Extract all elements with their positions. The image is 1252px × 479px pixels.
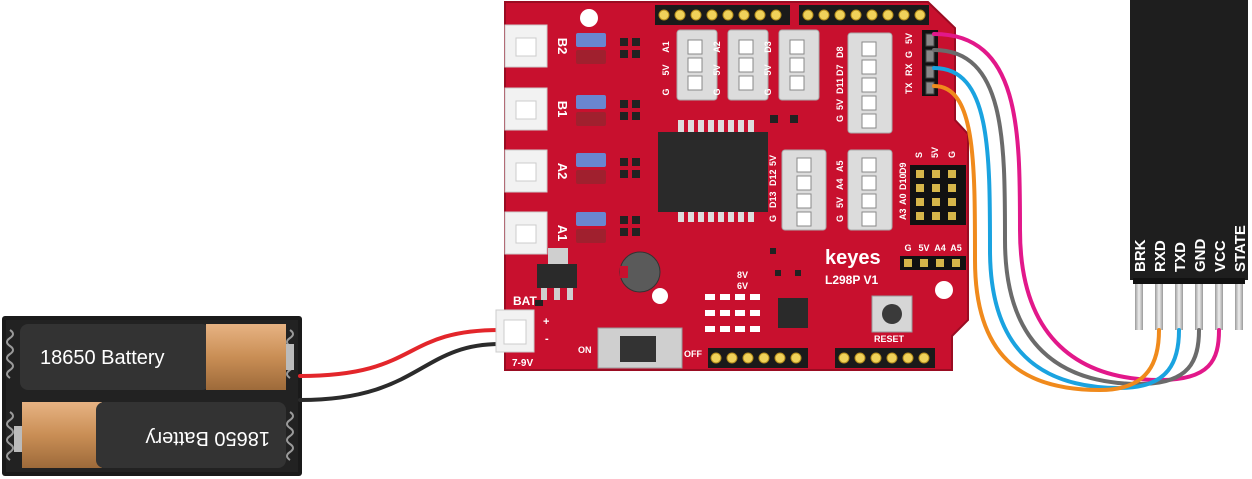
svg-text:S: S xyxy=(914,152,924,158)
battery-label: 18650 Battery xyxy=(40,347,165,369)
bluetooth-module: BRK RXD TXD GND VCC STATE xyxy=(1130,0,1249,330)
bluetooth-wires xyxy=(932,32,1221,393)
bt-pin-labels: BRK RXD TXD GND VCC STATE xyxy=(1132,225,1249,272)
svg-text:ON: ON xyxy=(578,345,592,355)
pin-grid: A3 A0 D10 D9 S 5V G xyxy=(898,147,966,225)
model-label: L298P V1 xyxy=(825,273,878,287)
svg-text:G: G xyxy=(947,151,957,158)
svg-text:G: G xyxy=(768,215,778,222)
wire-gray xyxy=(932,48,1201,387)
l298p-chip xyxy=(658,120,768,222)
svg-text:D11: D11 xyxy=(835,78,845,94)
bluetooth-header: TX RX G 5V xyxy=(904,30,938,96)
wire-blue xyxy=(932,66,1181,391)
wire-black xyxy=(298,342,502,402)
reset-button[interactable]: RESET xyxy=(871,295,913,344)
battery-label: 18650 Battery xyxy=(145,427,270,449)
svg-text:A3: A3 xyxy=(898,208,908,220)
svg-text:D7: D7 xyxy=(835,64,845,76)
battery-connector: BAT + - 7-9V xyxy=(495,294,549,369)
svg-text:D10: D10 xyxy=(898,173,908,190)
svg-text:BAT: BAT xyxy=(513,294,537,308)
svg-text:D12: D12 xyxy=(768,169,778,186)
svg-text:5V: 5V xyxy=(768,155,778,166)
svg-text:GND: GND xyxy=(1192,239,1209,273)
svg-text:TX: TX xyxy=(904,82,914,94)
header-a4a5: G 5V A4 A5 xyxy=(835,149,893,231)
svg-text:RXD: RXD xyxy=(1152,240,1169,272)
svg-text:5V: 5V xyxy=(918,243,929,253)
svg-text:RX: RX xyxy=(904,63,914,76)
top-header-pins xyxy=(655,5,929,25)
svg-text:G: G xyxy=(904,51,914,58)
svg-text:G: G xyxy=(835,115,845,122)
battery-wires xyxy=(298,328,502,402)
motor-port-a1: A1 xyxy=(504,211,640,255)
battery-holder: 18650 Battery 18650 Battery xyxy=(2,316,302,476)
battery-cell-1: 18650 Battery xyxy=(20,324,294,390)
svg-text:B1: B1 xyxy=(555,101,570,118)
svg-text:+: + xyxy=(543,316,549,328)
wire-red xyxy=(298,328,502,378)
svg-text:A4: A4 xyxy=(934,243,946,253)
voltage-jumpers: 8V 6V xyxy=(705,270,760,332)
svg-text:D3: D3 xyxy=(763,41,773,53)
svg-text:5V: 5V xyxy=(835,197,845,208)
svg-text:G: G xyxy=(661,88,671,95)
svg-text:A1: A1 xyxy=(555,225,570,242)
svg-text:A0: A0 xyxy=(898,193,908,205)
svg-text:A2: A2 xyxy=(712,41,722,53)
svg-text:STATE: STATE xyxy=(1232,225,1249,272)
motor-ports: B2 B1 A2 xyxy=(504,24,640,255)
svg-text:5V: 5V xyxy=(835,99,845,110)
svg-text:BRK: BRK xyxy=(1132,239,1149,272)
svg-text:G: G xyxy=(904,243,911,253)
motor-port-a2: A2 xyxy=(504,149,640,193)
svg-text:A5: A5 xyxy=(835,160,845,172)
battery-cell-2: 18650 Battery xyxy=(14,402,286,468)
svg-text:VCC: VCC xyxy=(1212,240,1229,272)
svg-text:RESET: RESET xyxy=(874,334,905,344)
bottom-header-pins xyxy=(708,348,935,368)
header-d8: G 5V D11 D7 D8 xyxy=(835,32,893,134)
svg-text:5V: 5V xyxy=(904,33,914,44)
header-d13: G D13 D12 5V xyxy=(768,149,827,231)
brand-label: keyes xyxy=(825,247,881,269)
svg-text:OFF: OFF xyxy=(684,349,702,359)
svg-text:G: G xyxy=(835,215,845,222)
svg-text:A5: A5 xyxy=(950,243,962,253)
svg-text:A2: A2 xyxy=(555,163,570,180)
svg-text:5V: 5V xyxy=(712,64,722,75)
svg-text:D9: D9 xyxy=(898,162,908,174)
svg-text:8V: 8V xyxy=(737,270,748,280)
svg-text:7-9V: 7-9V xyxy=(512,358,533,369)
wire-orange xyxy=(932,84,1161,393)
capacitor xyxy=(619,251,661,293)
svg-text:A1: A1 xyxy=(661,41,671,53)
motor-port-b1: B1 xyxy=(504,87,640,131)
svg-text:D8: D8 xyxy=(835,46,845,58)
svg-text:D13: D13 xyxy=(768,191,778,208)
svg-text:A4: A4 xyxy=(835,178,845,190)
svg-text:5V: 5V xyxy=(763,64,773,75)
power-switch: ON OFF xyxy=(578,327,702,369)
svg-text:5V: 5V xyxy=(930,147,940,158)
motor-port-b2: B2 xyxy=(504,24,640,68)
svg-text:-: - xyxy=(545,333,549,345)
motor-shield: B2 B1 A2 xyxy=(495,0,969,371)
svg-text:G: G xyxy=(712,88,722,95)
svg-text:G: G xyxy=(763,88,773,95)
svg-text:B2: B2 xyxy=(555,38,570,55)
svg-text:5V: 5V xyxy=(661,64,671,75)
voltage-regulator xyxy=(537,248,577,300)
svg-text:TXD: TXD xyxy=(1172,242,1189,272)
small-ic xyxy=(778,298,808,328)
svg-text:6V: 6V xyxy=(737,281,748,291)
analog-row: G 5V A4 A5 xyxy=(900,243,966,270)
wire-magenta xyxy=(932,32,1221,383)
servo-headers: A1 5V G A2 5V G D3 5V G xyxy=(661,29,820,101)
